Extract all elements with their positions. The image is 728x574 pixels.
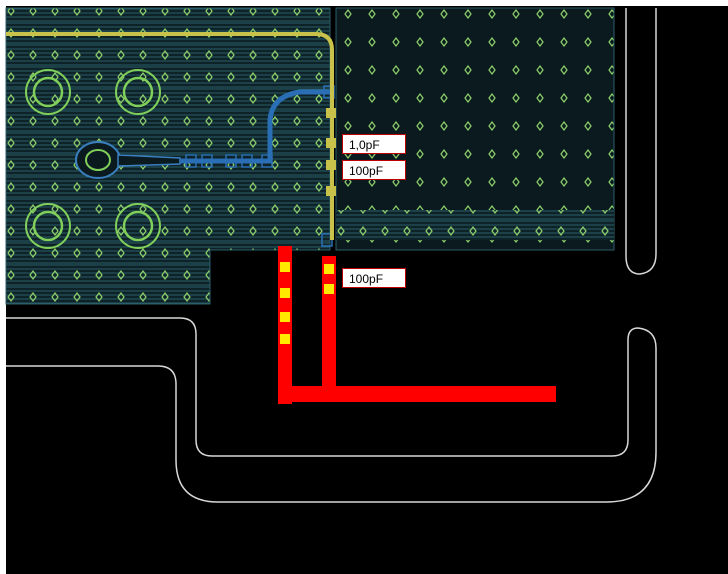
rf-trace-blue <box>180 89 330 164</box>
trace-yellow <box>6 32 334 240</box>
capacitor-label-top: 1,0pF <box>342 134 406 154</box>
pad-icon <box>326 108 336 196</box>
capacitor-label-bottom: 100pF <box>342 268 406 288</box>
mounting-hole-icon <box>25 69 161 249</box>
pad-icon <box>280 262 334 344</box>
coax-pin-icon <box>75 141 181 179</box>
ground-plane-right <box>335 7 615 251</box>
via-row <box>336 210 614 240</box>
capacitor-label-mid: 100pF <box>342 160 406 180</box>
board-outline <box>6 8 657 503</box>
ground-plane-left <box>5 7 331 305</box>
